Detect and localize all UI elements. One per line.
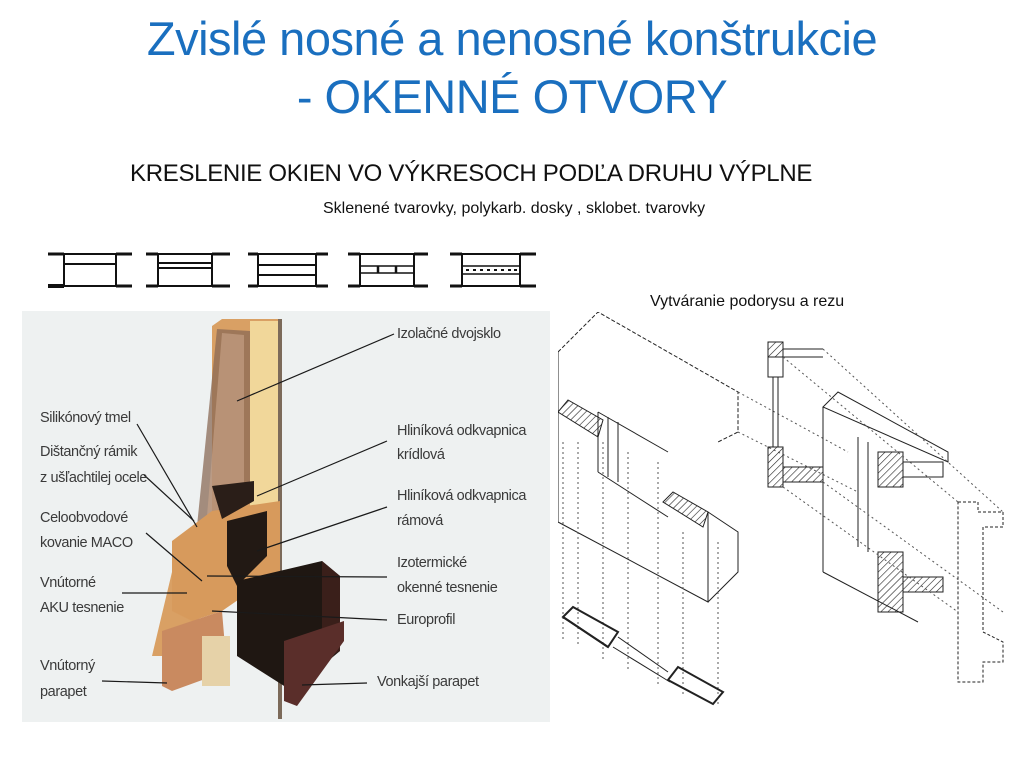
label-outer-sill: Vonkajší parapet	[377, 674, 479, 690]
label-inner-acoustic-seal-2: AKU tesnenie	[40, 600, 124, 616]
label-insulated-glazing: Izolačné dvojsklo	[397, 326, 501, 342]
label-isothermal-seal-1: Izotermické	[397, 555, 467, 571]
label-spacer-frame-2: z ušľachtilej ocele	[40, 470, 148, 486]
window-section-photo: Silikónový tmel Dištančný rámik z ušľach…	[22, 311, 550, 722]
label-frame-drip-2: rámová	[397, 513, 443, 529]
glass-block-symbol-icon	[348, 252, 428, 288]
label-spacer-frame-1: Dištančný rámik	[40, 444, 138, 460]
window-fill-symbols	[46, 250, 546, 290]
label-maco-hardware-2: kovanie MACO	[40, 535, 133, 551]
fill-type-note: Sklenené tvarovky, polykarb. dosky , skl…	[323, 200, 706, 217]
title-line-1: Zvislé nosné a nenosné konštrukcie	[146, 12, 878, 65]
label-europrofile: Europrofil	[397, 612, 456, 628]
label-inner-sill-2: parapet	[40, 684, 87, 700]
section-heading: KRESLENIE OKIEN VO VÝKRESOCH PODĽA DRUHU…	[130, 160, 813, 187]
label-inner-sill-1: Vnútorný	[40, 658, 95, 674]
label-silicone-sealant: Silikónový tmel	[40, 410, 131, 426]
label-isothermal-seal-2: okenné tesnenie	[397, 580, 498, 596]
title-line-2: - OKENNÉ OTVORY	[296, 70, 728, 123]
slide-title: Zvislé nosné a nenosné konštrukcie - OKE…	[0, 10, 1024, 126]
single-glazing-symbol-icon	[48, 252, 132, 288]
label-sash-drip-1: Hliníková odkvapnica	[397, 423, 527, 439]
window-profile-illustration-icon	[101, 319, 395, 719]
label-frame-drip-1: Hliníková odkvapnica	[397, 488, 527, 504]
polycarbonate-symbol-icon	[450, 252, 536, 288]
label-maco-hardware-1: Celoobvodové	[40, 510, 128, 526]
diagram-caption: Vytváranie podorysu a rezu	[650, 293, 845, 310]
plan-section-diagram-icon	[558, 312, 1004, 707]
label-inner-acoustic-seal-1: Vnútorné	[40, 575, 96, 591]
double-glazing-symbol-icon	[146, 252, 230, 288]
triple-glazing-symbol-icon	[248, 252, 328, 288]
label-sash-drip-2: krídlová	[397, 447, 445, 463]
